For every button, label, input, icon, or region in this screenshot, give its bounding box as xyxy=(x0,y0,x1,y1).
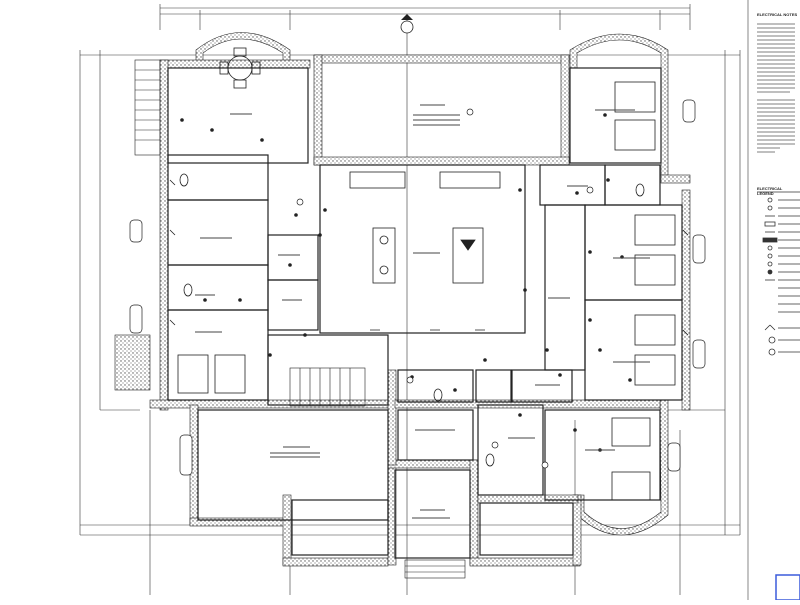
electrical-notes-title: ELECTRICAL NOTES xyxy=(757,12,798,17)
air-hockey-table xyxy=(372,227,396,284)
staircase xyxy=(134,59,466,579)
table-chairs xyxy=(219,47,261,89)
exterior-walls xyxy=(114,32,691,567)
beds xyxy=(177,81,676,501)
receptacle-marks xyxy=(169,179,689,336)
billiard-table xyxy=(452,227,484,284)
interior-walls xyxy=(167,67,683,559)
light-fixtures xyxy=(296,108,594,469)
legend-block xyxy=(757,191,800,356)
electrical-legend-title: ELECTRICAL LEGEND xyxy=(757,186,783,196)
room-label-marks xyxy=(195,104,650,519)
toilets xyxy=(179,173,645,467)
bar-counters xyxy=(349,171,501,189)
grid-bubble xyxy=(400,14,414,34)
notes-block xyxy=(747,0,795,600)
title-block-corner xyxy=(775,574,800,601)
exterior-outlets xyxy=(129,99,706,476)
